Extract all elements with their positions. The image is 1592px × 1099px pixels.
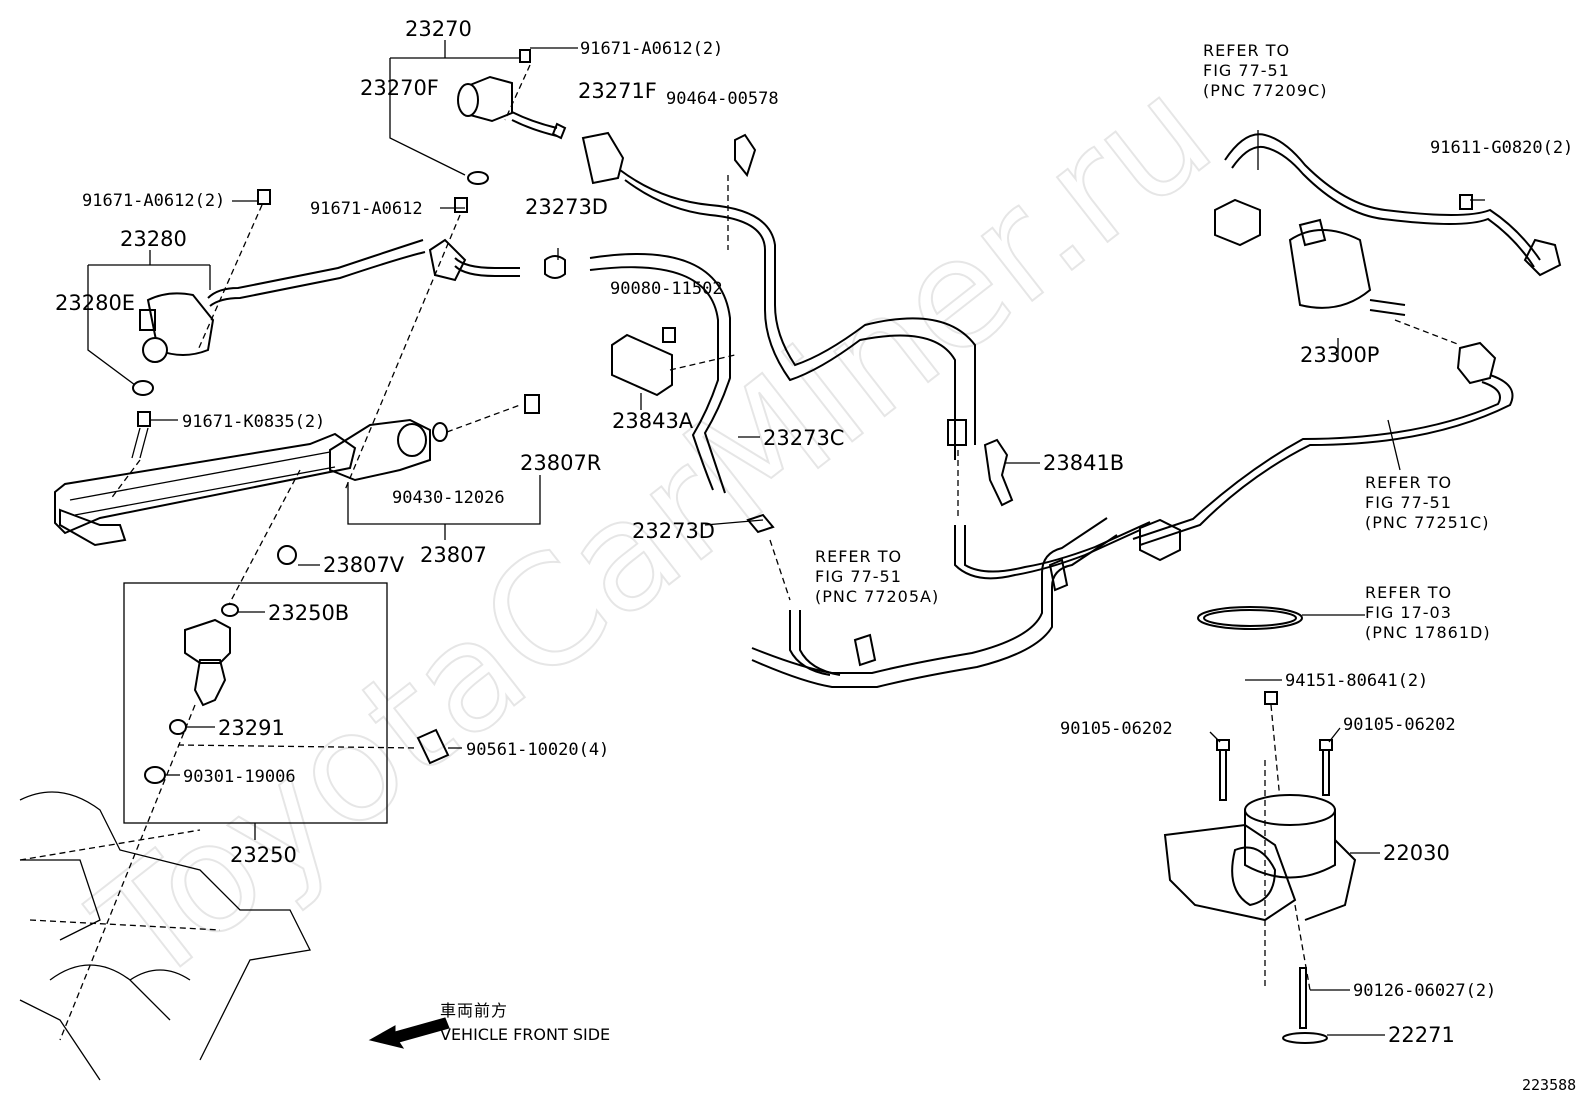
label-90301-19006: 90301-19006 bbox=[183, 767, 296, 787]
note-line: (PNC 77251C) bbox=[1365, 513, 1489, 532]
fuel-pipes-lower bbox=[751, 517, 1151, 688]
leader-lines bbox=[150, 47, 1485, 776]
fuel-hose-23273C bbox=[544, 131, 976, 534]
pressure-regulator-23270 bbox=[389, 40, 567, 185]
note-line: FIG 77-51 bbox=[1365, 493, 1452, 512]
label-90080-11502: 90080-11502 bbox=[610, 279, 723, 299]
fuel-tube-upper bbox=[344, 197, 520, 491]
refer-note-77205A: REFER TO FIG 77-51 (PNC 77205A) bbox=[815, 547, 939, 606]
label-23270F: 23270F bbox=[360, 76, 439, 100]
label-23273D-mid: 23273D bbox=[632, 519, 715, 543]
pulsation-damper-23280 bbox=[87, 189, 426, 396]
label-91611-G0820-2: 91611-G0820(2) bbox=[1430, 138, 1573, 158]
label-23843A: 23843A bbox=[612, 409, 694, 433]
direction-en: VEHICLE FRONT SIDE bbox=[440, 1025, 610, 1044]
label-90561-10020-4: 90561-10020(4) bbox=[466, 740, 609, 760]
label-90105-06202-left: 90105-06202 bbox=[1060, 719, 1173, 739]
label-23271F: 23271F bbox=[578, 79, 657, 103]
vsv-23300P bbox=[1132, 130, 1562, 562]
bracket-23843A bbox=[611, 327, 736, 410]
diagram-id: 223588 bbox=[1522, 1076, 1576, 1094]
label-90430-12026: 90430-12026 bbox=[392, 488, 505, 508]
label-23250B: 23250B bbox=[268, 601, 349, 625]
injector-assembly-23250 bbox=[59, 582, 450, 1041]
engine-block-outline bbox=[19, 791, 311, 1081]
gasket-ring bbox=[1197, 606, 1365, 630]
note-line: FIG 77-51 bbox=[815, 567, 902, 586]
label-23841B: 23841B bbox=[1043, 451, 1124, 475]
note-line: (PNC 77209C) bbox=[1203, 81, 1327, 100]
vehicle-front-arrow bbox=[368, 1017, 450, 1049]
note-line: (PNC 77205A) bbox=[815, 587, 939, 606]
throttle-body-22030 bbox=[1163, 691, 1385, 1044]
label-94151-80641-2: 94151-80641(2) bbox=[1285, 671, 1428, 691]
note-line: REFER TO bbox=[1365, 473, 1452, 492]
direction-label: 車両前方 VEHICLE FRONT SIDE bbox=[440, 1001, 610, 1044]
note-line: REFER TO bbox=[815, 547, 902, 566]
clip-23841B bbox=[957, 438, 1014, 520]
note-line: REFER TO bbox=[1203, 41, 1290, 60]
label-23250: 23250 bbox=[230, 843, 297, 867]
label-23273C: 23273C bbox=[763, 426, 844, 450]
fuel-rail bbox=[54, 394, 541, 613]
label-22030: 22030 bbox=[1383, 841, 1450, 865]
note-line: FIG 77-51 bbox=[1203, 61, 1290, 80]
label-90464-00578: 90464-00578 bbox=[666, 89, 779, 109]
label-23280E: 23280E bbox=[55, 291, 135, 315]
refer-note-17861D: REFER TO FIG 17-03 (PNC 17861D) bbox=[1365, 583, 1491, 642]
note-line: (PNC 17861D) bbox=[1365, 623, 1491, 642]
note-line: REFER TO bbox=[1365, 583, 1452, 602]
label-23807R: 23807R bbox=[520, 451, 601, 475]
refer-note-77251C: REFER TO FIG 77-51 (PNC 77251C) bbox=[1365, 473, 1489, 532]
note-line: FIG 17-03 bbox=[1365, 603, 1452, 622]
label-91671-A0612-2-left: 91671-A0612(2) bbox=[82, 191, 225, 211]
label-91671-K0835-2: 91671-K0835(2) bbox=[182, 412, 325, 432]
label-23270: 23270 bbox=[405, 17, 472, 41]
refer-note-77209C: REFER TO FIG 77-51 (PNC 77209C) bbox=[1203, 41, 1327, 100]
direction-jp: 車両前方 bbox=[440, 1001, 508, 1020]
label-90105-06202-right: 90105-06202 bbox=[1343, 715, 1456, 735]
label-22271: 22271 bbox=[1388, 1023, 1455, 1047]
label-91671-A0612-2-top: 91671-A0612(2) bbox=[580, 39, 723, 59]
labels: 23270 23270F 91671-A0612(2) 91671-A0612(… bbox=[55, 17, 1573, 1047]
label-23280: 23280 bbox=[120, 227, 187, 251]
label-23300P: 23300P bbox=[1300, 343, 1379, 367]
label-91671-A0612: 91671-A0612 bbox=[310, 199, 423, 219]
label-23291: 23291 bbox=[218, 716, 285, 740]
label-23273D-top: 23273D bbox=[525, 195, 608, 219]
label-23807V: 23807V bbox=[323, 553, 405, 577]
label-23807: 23807 bbox=[420, 543, 487, 567]
label-90126-06027-2: 90126-06027(2) bbox=[1353, 981, 1496, 1001]
